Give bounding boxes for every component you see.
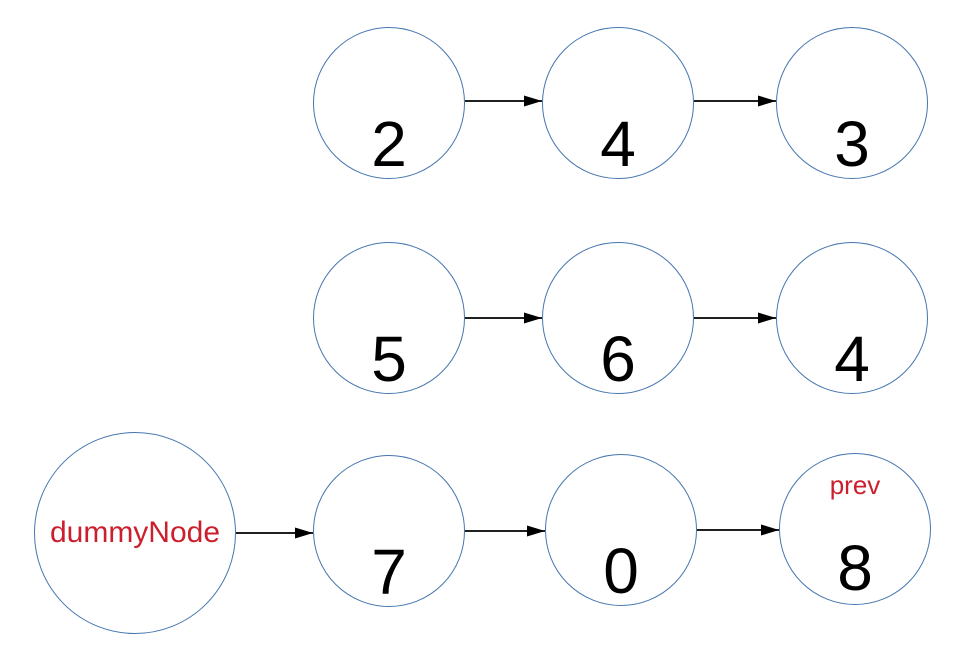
prev-pointer-label: prev xyxy=(829,470,881,500)
list2-node-2: 4 xyxy=(776,242,928,394)
node-value: 2 xyxy=(371,108,407,180)
node-value: 3 xyxy=(834,108,870,180)
dummy-node: dummyNode xyxy=(34,432,236,634)
result-node-2: prev 8 xyxy=(779,453,931,605)
dummy-node-label: dummyNode xyxy=(49,516,221,549)
node-value: 7 xyxy=(371,536,407,608)
result-node-0: 7 xyxy=(313,455,465,607)
node-value: 5 xyxy=(371,323,407,395)
result-node-1: 0 xyxy=(545,454,697,606)
node-value: 6 xyxy=(600,323,636,395)
list1-node-2: 3 xyxy=(776,27,928,179)
node-value: 0 xyxy=(603,535,639,607)
list2-node-0: 5 xyxy=(313,242,465,394)
list2-node-1: 6 xyxy=(542,242,694,394)
node-value: 4 xyxy=(600,108,636,180)
list1-node-0: 2 xyxy=(313,27,465,179)
list1-node-1: 4 xyxy=(542,27,694,179)
node-value: 8 xyxy=(837,532,873,604)
node-value: 4 xyxy=(834,323,870,395)
